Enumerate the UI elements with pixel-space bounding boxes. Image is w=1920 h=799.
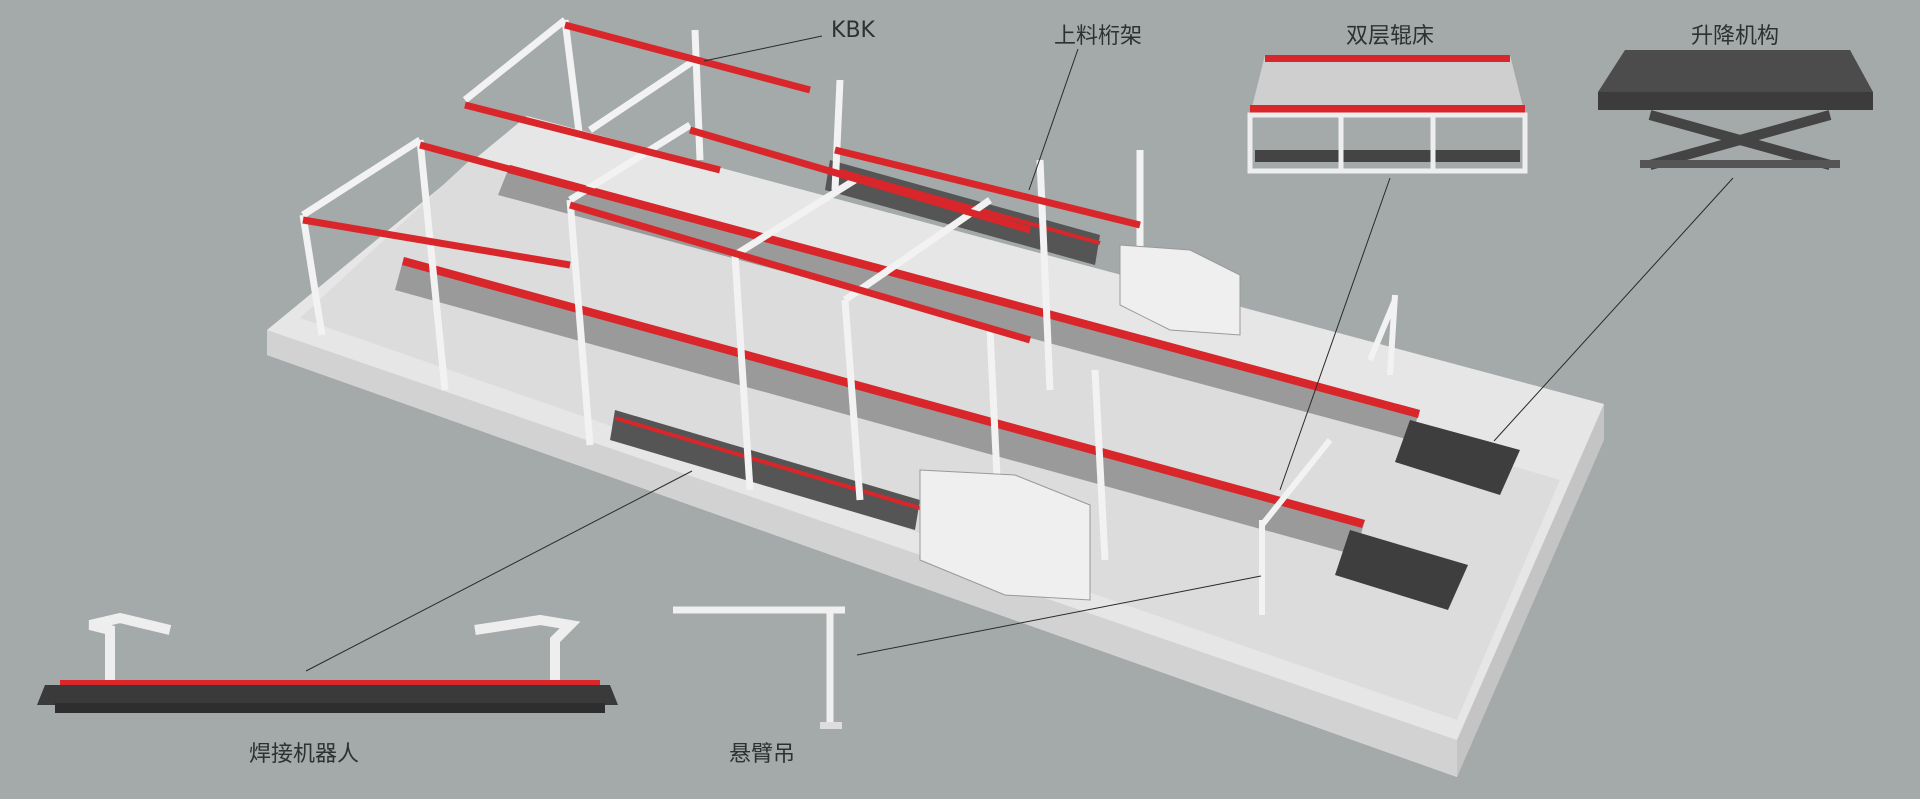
cantilever-crane-on-floor <box>1259 294 1398 615</box>
lifting-mechanism-illustration <box>1598 50 1873 170</box>
control-cabinets <box>919 244 1241 601</box>
double-roller-bed-illustration <box>1247 55 1528 174</box>
roller-conveyor-line-front <box>395 257 1468 610</box>
label-lifting-mechanism: 升降机构 <box>1690 24 1780 49</box>
cantilever-crane-illustration <box>673 606 845 729</box>
label-welding-robot: 焊接机器人 <box>248 742 360 767</box>
label-loading-gantry: 上料桁架 <box>1053 24 1143 49</box>
label-double-roller-bed: 双层辊床 <box>1345 24 1435 49</box>
roller-conveyor-line-back <box>498 165 1520 495</box>
welding-robot-illustration <box>37 612 618 713</box>
label-kbk: KBK <box>831 18 875 43</box>
floor-platform <box>267 116 1604 777</box>
kbk-red-beams <box>302 21 1141 344</box>
label-cantilever-crane: 悬臂吊 <box>728 742 796 767</box>
leader-lines <box>305 35 1734 672</box>
